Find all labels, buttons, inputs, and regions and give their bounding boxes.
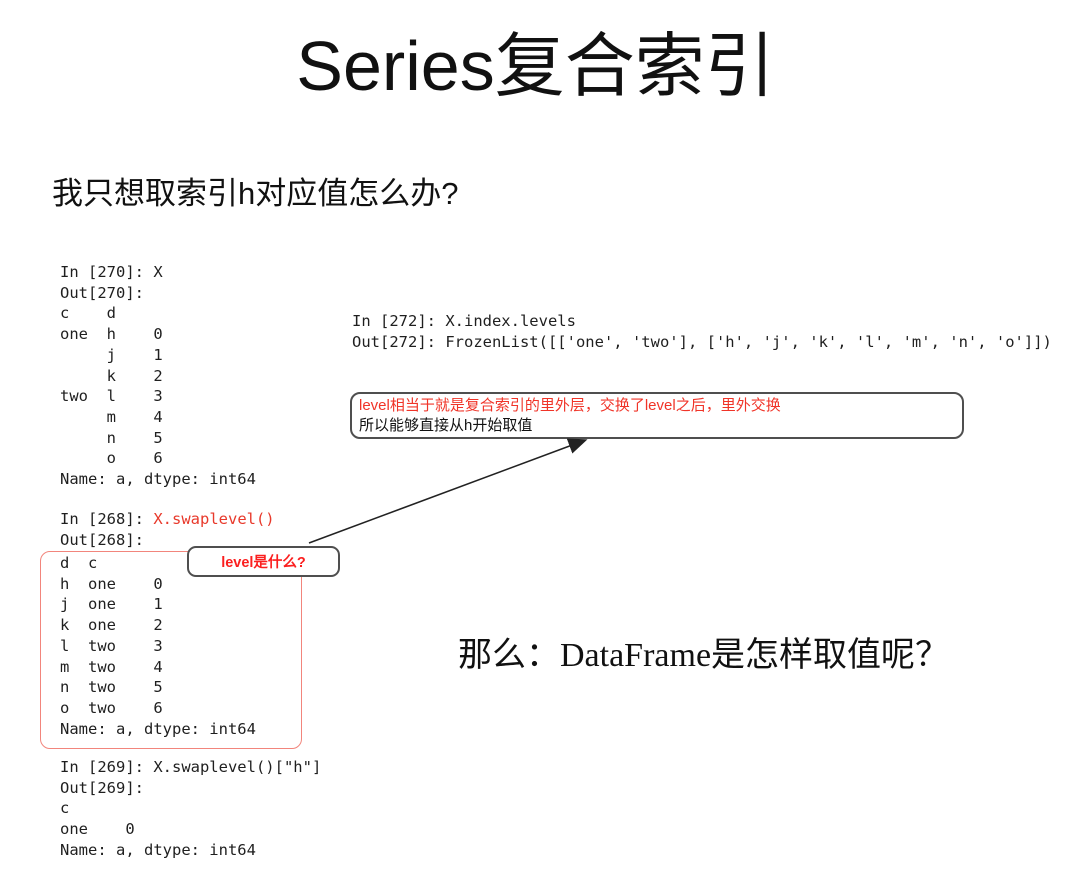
page-title: Series复合索引 — [296, 27, 775, 105]
level-note-box: level相当于就是复合索引的里外层，交换了level之后，里外交换 所以能够直… — [350, 392, 964, 439]
code-out-label-268: Out[268]: — [60, 531, 154, 549]
code-prompt-268: In [268]: — [60, 510, 154, 528]
level-note-line-2: 所以能够直接从h开始取值 — [359, 417, 533, 434]
level-callout: level是什么? — [187, 546, 340, 577]
level-note-line-1: level相当于就是复合索引的里外层，交换了level之后，里外交换 — [359, 397, 781, 414]
callout-arrow — [308, 438, 588, 544]
code-block-270: In [270]: X Out[270]: c d one h 0 j 1 k … — [60, 263, 256, 489]
output-highlight-box — [40, 551, 302, 749]
code-output-268: d c h one 0 j one 1 k one 2 l two 3 m tw… — [60, 554, 256, 738]
code-block-269: In [269]: X.swaplevel()["h"] Out[269]: c… — [60, 758, 322, 859]
code-block-272: In [272]: X.index.levels Out[272]: Froze… — [352, 312, 1052, 351]
level-callout-label: level是什么? — [221, 555, 306, 571]
dataframe-question-text: 那么：DataFrame是怎样取值呢？ — [458, 637, 950, 674]
code-line-268: In [268]: X.swaplevel() — [60, 509, 275, 530]
question-text: 我只想取索引h对应值怎么办? — [52, 176, 459, 211]
code-input-268-highlighted: X.swaplevel() — [153, 510, 275, 528]
